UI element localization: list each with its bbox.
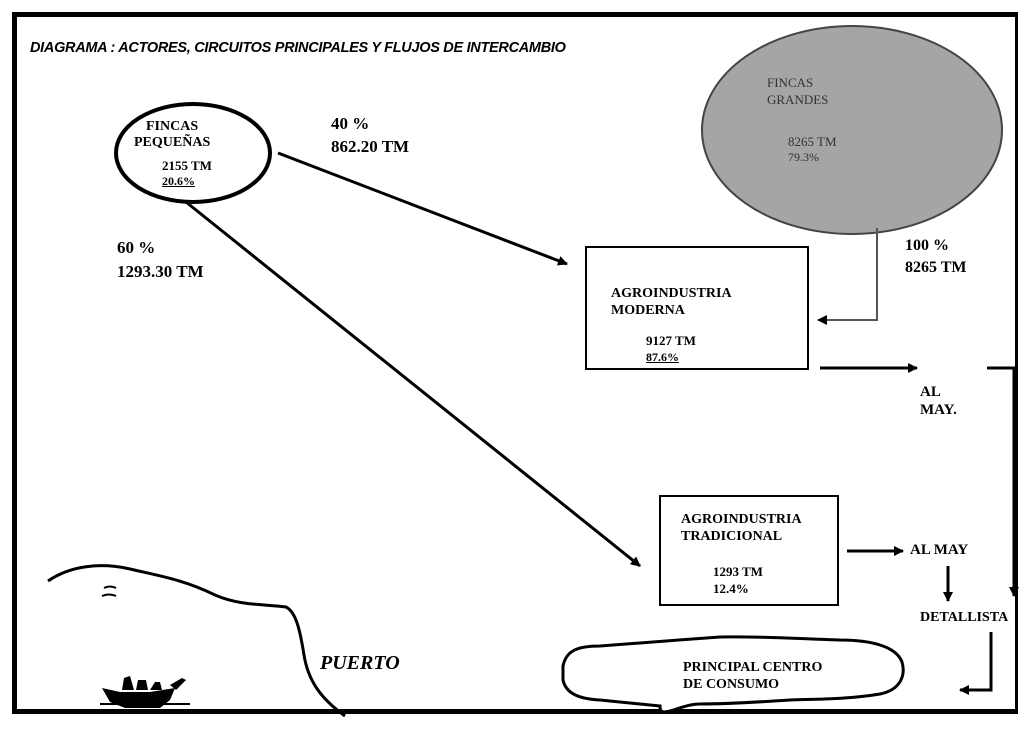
agro-moderna-pct: 87.6% — [646, 350, 679, 364]
flow-moderna-tm: 862.20 TM — [331, 137, 410, 156]
agro-tradicional-tm: 1293 TM — [713, 564, 763, 579]
centro-consumo-line-2: DE CONSUMO — [683, 677, 780, 692]
arrow-to-moderna — [277, 151, 568, 266]
wave-mark — [101, 585, 117, 597]
agro-tradicional-name-2: TRADICIONAL — [681, 529, 783, 544]
agro-moderna-name-2: MODERNA — [611, 303, 685, 318]
fincas-grandes-name-1: FINCAS — [767, 75, 814, 90]
centro-consumo-shape — [561, 635, 905, 714]
flow-tradicional-tm: 1293.30 TM — [117, 262, 204, 281]
fincas-pequenas-name-2: PEQUEÑAS — [134, 135, 211, 150]
agro-tradicional-pct: 12.4% — [713, 581, 749, 596]
coastline-shape — [47, 564, 346, 718]
arrow-detallista-to-consumo — [959, 632, 993, 695]
fincas-pequenas-tm: 2155 TM — [162, 158, 212, 173]
centro-consumo-line-1: PRINCIPAL CENTRO — [683, 660, 823, 675]
diagram-title: DIAGRAMA : ACTORES, CIRCUITOS PRINCIPALE… — [30, 40, 566, 56]
arrow-to-tradicional — [185, 200, 641, 568]
agroindustria-tradicional-box — [659, 495, 839, 606]
puerto-label: PUERTO — [320, 652, 400, 674]
agro-tradicional-name-1: AGROINDUSTRIA — [681, 512, 802, 527]
fincas-grandes-name-2: GRANDES — [767, 92, 829, 107]
fincas-pequenas-shape — [114, 102, 272, 204]
arrow-grandes-to-moderna — [817, 228, 878, 325]
fincas-pequenas-pct: 20.6% — [162, 174, 195, 188]
agro-moderna-tm: 9127 TM — [646, 333, 696, 348]
fincas-pequenas-name-1: FINCAS — [146, 119, 199, 134]
al-may-1-line-2: MAY. — [920, 402, 957, 418]
flow-tradicional-pct: 60 % — [117, 238, 156, 257]
agroindustria-moderna-box — [585, 246, 809, 370]
detallista-label: DETALLISTA — [920, 610, 1009, 625]
flow-grandes-tm: 8265 TM — [905, 259, 967, 276]
agro-moderna-name-1: AGROINDUSTRIA — [611, 286, 732, 301]
flow-grandes-pct: 100 % — [905, 237, 949, 254]
arrow-almay-to-detallista — [987, 366, 1019, 597]
al-may-2-label: AL MAY — [910, 542, 969, 558]
flow-moderna-pct: 40 % — [331, 114, 370, 133]
al-may-1-line-1: AL — [920, 384, 941, 400]
fincas-grandes-pct: 79.3% — [788, 150, 819, 164]
diagram-frame — [12, 12, 1018, 714]
ship-icon — [100, 676, 190, 708]
fincas-grandes-tm: 8265 TM — [788, 134, 837, 149]
fincas-grandes-shape — [701, 25, 1003, 235]
